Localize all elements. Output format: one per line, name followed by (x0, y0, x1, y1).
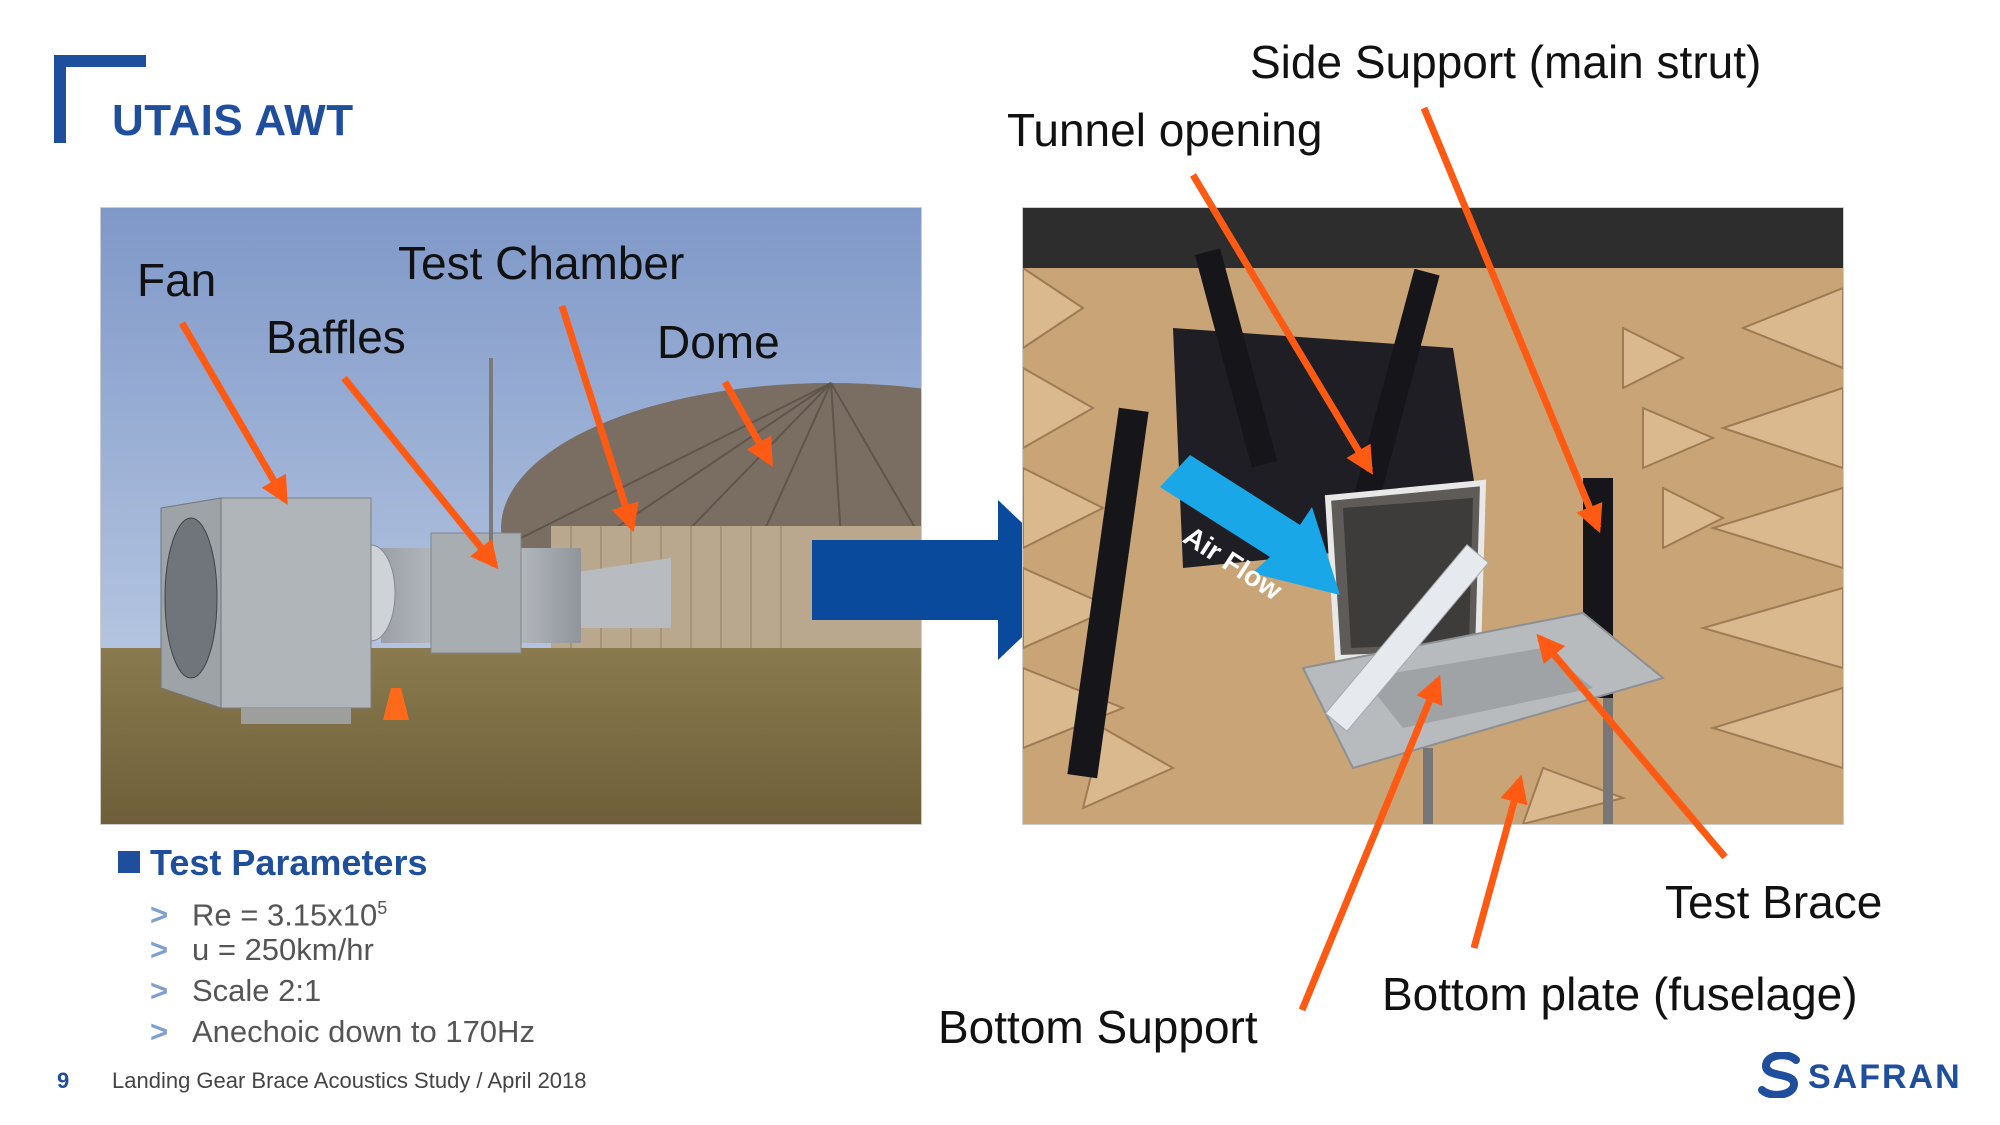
param-velocity: u = 250km/hr (192, 932, 374, 967)
test-parameters-list: >Re = 3.15x105 >u = 250km/hr >Scale 2:1 … (150, 888, 535, 1052)
slide-title: UTAIS AWT (112, 96, 354, 145)
chevron-right-icon: > (150, 973, 169, 1008)
param-reynolds: Re = 3.15x10 (192, 897, 378, 933)
chevron-right-icon: > (150, 897, 169, 933)
air-flow-arrow-icon (1160, 455, 1340, 595)
chevron-right-icon: > (150, 932, 169, 967)
label-dome: Dome (657, 316, 780, 368)
list-item: > Re = 3.15x105 (150, 888, 535, 933)
bullet-square-icon (118, 851, 140, 873)
label-test-brace: Test Brace (1665, 876, 1883, 928)
title-bracket-decoration (54, 55, 146, 143)
list-item: > Anechoic down to 170Hz (150, 1011, 535, 1052)
label-tunnel-opening: Tunnel opening (1007, 104, 1323, 156)
label-fan: Fan (137, 254, 217, 306)
label-baffles: Baffles (266, 311, 406, 363)
label-side-support: Side Support (main strut) (1250, 36, 1762, 88)
param-anechoic: Anechoic down to 170Hz (192, 1014, 535, 1049)
page-number: 9 (57, 1068, 70, 1093)
list-item: > Scale 2:1 (150, 970, 535, 1011)
param-reynolds-exponent: 5 (377, 898, 388, 918)
label-bottom-plate: Bottom plate (fuselage) (1382, 968, 1858, 1020)
label-test-chamber: Test Chamber (398, 237, 685, 289)
param-scale: Scale 2:1 (192, 973, 322, 1008)
big-right-arrow-icon (812, 500, 1082, 660)
safran-logo-icon (1758, 1052, 1800, 1098)
safran-logo-text: SAFRAN (1808, 1058, 1962, 1096)
wind-tunnel-exterior-photo (100, 207, 922, 825)
test-parameters-heading-text: Test Parameters (150, 842, 428, 883)
list-item: > u = 250km/hr (150, 929, 535, 970)
anechoic-chamber-photo (1022, 207, 1844, 825)
chevron-right-icon: > (150, 1014, 169, 1049)
footer-text: Landing Gear Brace Acoustics Study / Apr… (112, 1068, 587, 1093)
label-bottom-support: Bottom Support (938, 1001, 1258, 1053)
test-parameters-heading: Test Parameters (118, 842, 428, 884)
